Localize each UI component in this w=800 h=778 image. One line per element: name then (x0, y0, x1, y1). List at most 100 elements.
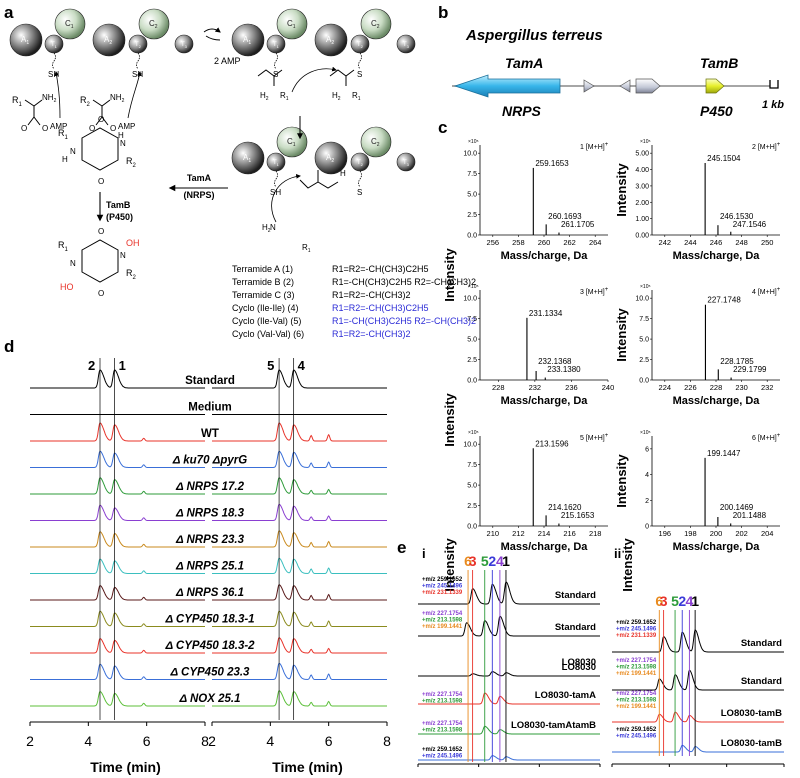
r2-group: R2 (126, 156, 137, 169)
e-peak-label: 2 (678, 593, 686, 609)
mz-filter-label: +m/z 245.1496 (422, 754, 463, 760)
r1-group: R1 (58, 128, 69, 141)
module-domain (231, 141, 265, 175)
chromatogram-trace (212, 662, 387, 681)
compound-name: Cyclo (Ile-Ile) (4) (232, 303, 299, 313)
y-tick-label: 7.5 (639, 316, 649, 323)
chromatogram-trace (30, 558, 205, 574)
compound-substituents: R1=-CH(CH3)C2H5 R2=-CH(CH3)2 (332, 316, 476, 326)
thiol-tether (52, 52, 56, 70)
chromatogram-trace (612, 669, 784, 691)
e-trace-label: Standard (741, 638, 782, 649)
e-peak-label: 4 (686, 593, 694, 609)
module-domain (231, 23, 265, 57)
ring-n: N (120, 139, 126, 148)
r1-group: R1 (58, 240, 69, 253)
x-tick-label: 200 (710, 529, 723, 538)
e-peak-label: 1 (691, 593, 699, 609)
module-label: C1 (65, 19, 74, 30)
chromatogram-trace (418, 755, 600, 761)
module-label: T2 (357, 42, 364, 49)
e-peak-label: 5 (481, 553, 489, 569)
organism-name: Aspergillus terreus (465, 27, 603, 44)
carbonyl-o: O (98, 289, 104, 298)
module-label: A1 (21, 35, 29, 46)
amp-label: AMP (118, 122, 135, 131)
chromatogram-trace (212, 690, 387, 707)
r-group: R1 (280, 91, 289, 102)
nrps-label: NRPS (502, 103, 542, 119)
x-tick-label: 232 (761, 383, 774, 392)
trace-label: Δ NRPS 36.1 (175, 587, 244, 599)
nh-h: H (62, 155, 68, 164)
module-label: T1 (273, 42, 280, 49)
e-trace-label: Standard (555, 590, 596, 601)
bond (33, 99, 43, 107)
amine: H2 (332, 91, 341, 102)
sulfur-label: S (357, 70, 362, 79)
y-tick-label: 7.5 (467, 462, 477, 469)
compound-substituents: R1=R2=-CH(CH3)2 (332, 329, 411, 339)
chromatogram-trace (212, 503, 387, 521)
ms-ylabel: Intensity (614, 454, 629, 508)
chromatogram-trace (212, 477, 387, 495)
hydroxyl: OH (126, 238, 140, 248)
trace-label: WT (201, 428, 219, 440)
loading-arrow (205, 35, 221, 41)
tama-gene-arrow (453, 74, 561, 98)
compound-name: Terramide C (3) (232, 290, 295, 300)
chromatogram-trace (612, 629, 784, 653)
bond (27, 116, 41, 126)
ion-label: 3 [M+H]+ (580, 287, 609, 296)
mz-filter-label: +m/z 199.1441 (422, 624, 463, 630)
trace-label: Δ CYP450 18.3-1 (164, 614, 254, 626)
e-trace-label: LO8030-tamB (721, 708, 782, 719)
compound-substituents: R1=R2=-CH(CH3)2 (332, 290, 411, 300)
chromatogram-trace (30, 422, 205, 442)
y-exponent: ×10⁵ (468, 430, 479, 436)
chromatogram-trace (212, 422, 387, 442)
r-group: R1 (12, 95, 23, 108)
module-label: T3 (403, 160, 410, 167)
e-trace-label: LO8030-tamA (535, 690, 596, 701)
ring-n: N (120, 251, 126, 260)
e-peak-label: 1 (502, 553, 510, 569)
e-trace-label: LO8030 (562, 662, 596, 673)
y-exponent: ×10⁵ (468, 139, 479, 145)
chromatogram-trace (30, 531, 205, 548)
mz-filter-label: +m/z 245.1496 (616, 734, 657, 740)
y-tick-label: 0 (645, 524, 649, 531)
x-tick-label: 6 (325, 733, 333, 749)
thiol-tether (358, 170, 362, 188)
x-tick-label: 6 (143, 733, 151, 749)
r-group: R1 (352, 91, 361, 102)
y-tick-label: 5.0 (467, 337, 477, 344)
module-domain (314, 23, 348, 57)
d-xlabel: Time (min) (272, 759, 343, 775)
r2-group: R2 (126, 268, 137, 281)
x-tick-label: 248 (735, 238, 748, 247)
e-trace-label: LO8030-tamAtamB (511, 720, 596, 731)
ring-n: N (70, 147, 76, 156)
carbonyl-o: O (98, 115, 104, 124)
module-label: C2 (149, 19, 158, 30)
module-domain (360, 8, 392, 40)
peak-label: 246.1530 (720, 212, 754, 221)
chromatogram-trace (30, 450, 205, 468)
attack-arrow (127, 71, 142, 119)
amine-n: N (270, 223, 276, 232)
thiol-tether (358, 52, 362, 70)
compound-substituents: R1=R2=-CH(CH3)C2H5 (332, 264, 429, 274)
y-tick-label: 10.0 (635, 296, 649, 303)
x-tick-label: 198 (684, 529, 697, 538)
module-domain (9, 23, 43, 57)
chromatogram-trace (612, 744, 784, 753)
e-peak-label: 5 (671, 593, 679, 609)
chromatograms-heterologous: StandardStandardLO8030LO8030-tamALO8030-… (417, 553, 785, 767)
bond (95, 116, 109, 126)
tama-label: TamA (187, 173, 212, 183)
